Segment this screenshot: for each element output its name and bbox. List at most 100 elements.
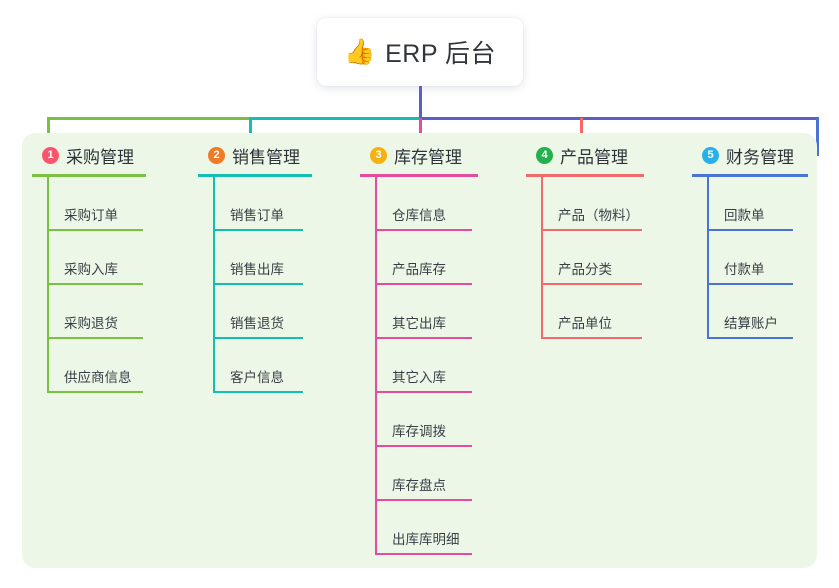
bar-segment-teal	[249, 117, 421, 120]
branch-item[interactable]: 结算账户	[707, 285, 839, 339]
branch-number-badge: 2	[208, 146, 225, 164]
branch-header-1[interactable]: 1 采购管理	[32, 143, 180, 167]
branch-item-label: 出库库明细	[392, 532, 460, 547]
branch-item-underline	[375, 283, 472, 285]
branch-spine-line	[47, 177, 49, 393]
branch-item-label: 产品分类	[558, 262, 612, 277]
branch-item[interactable]: 采购订单	[47, 177, 180, 231]
branch-header-5[interactable]: 5 财务管理	[692, 143, 839, 167]
branch-item-underline	[375, 445, 472, 447]
branch-title-underline	[198, 174, 312, 177]
branch-title-underline	[692, 174, 808, 177]
root-stem-line	[419, 86, 422, 118]
thumbs-up-icon: 👍	[343, 37, 376, 66]
branch-title: 采购管理	[66, 147, 134, 167]
branch-title-underline	[526, 174, 644, 177]
branch-item-underline	[47, 337, 143, 339]
branch-item[interactable]: 销售出库	[213, 231, 344, 285]
branch-number-badge: 5	[702, 146, 719, 164]
branch-number-badge: 4	[536, 146, 553, 164]
branch-item[interactable]: 产品（物料）	[541, 177, 676, 231]
branch-item[interactable]: 其它入库	[375, 339, 510, 393]
branch-item[interactable]: 供应商信息	[47, 339, 180, 393]
branch-item-underline	[213, 391, 303, 393]
branch-item[interactable]: 产品分类	[541, 231, 676, 285]
branch-item-underline	[707, 283, 793, 285]
branch-number-badge: 3	[370, 146, 387, 164]
branch-header-2[interactable]: 2 销售管理	[198, 143, 344, 167]
branch-item-underline	[375, 553, 472, 555]
branch-items: 仓库信息产品库存其它出库其它入库库存调拨库存盘点出库库明细	[360, 177, 510, 555]
branch-item-underline	[375, 337, 472, 339]
branch-item-label: 采购订单	[64, 208, 118, 223]
branch-item[interactable]: 出库库明细	[375, 501, 510, 555]
branch-item-label: 产品单位	[558, 316, 612, 331]
branch-item-label: 其它入库	[392, 370, 446, 385]
drop-line-5	[816, 118, 819, 156]
branch-item[interactable]: 付款单	[707, 231, 839, 285]
branch-item[interactable]: 产品单位	[541, 285, 676, 339]
branch-item[interactable]: 仓库信息	[375, 177, 510, 231]
branch-item-underline	[213, 283, 303, 285]
branch-item-underline	[541, 337, 642, 339]
branch-item-label: 采购退货	[64, 316, 118, 331]
branch-items: 回款单付款单结算账户	[692, 177, 839, 339]
branch-item[interactable]: 采购退货	[47, 285, 180, 339]
branch-item[interactable]: 库存盘点	[375, 447, 510, 501]
branch-item-label: 仓库信息	[392, 208, 446, 223]
branch-item-label: 付款单	[724, 262, 765, 277]
branch-item[interactable]: 采购入库	[47, 231, 180, 285]
branch-column-5: 5 财务管理回款单付款单结算账户	[692, 143, 839, 339]
branch-column-2: 2 销售管理销售订单销售出库销售退货客户信息	[198, 143, 344, 393]
branch-item-underline	[213, 337, 303, 339]
branch-item[interactable]: 销售退货	[213, 285, 344, 339]
branch-item[interactable]: 回款单	[707, 177, 839, 231]
branch-item-underline	[541, 283, 642, 285]
root-node-title: ERP 后台	[385, 40, 497, 68]
branch-items: 产品（物料） 产品分类产品单位	[526, 177, 676, 339]
branch-item-label: 销售退货	[230, 316, 284, 331]
branch-item[interactable]: 其它出库	[375, 285, 510, 339]
mindmap-panel	[22, 133, 817, 568]
branch-item-label: 产品库存	[392, 262, 446, 277]
branch-item-label: 产品（物料）	[558, 208, 639, 223]
branch-title-underline	[360, 174, 478, 177]
branch-item[interactable]: 库存调拨	[375, 393, 510, 447]
branch-item-underline	[47, 391, 143, 393]
branch-item[interactable]: 销售订单	[213, 177, 344, 231]
branch-item-underline	[47, 229, 143, 231]
branch-items: 销售订单销售出库销售退货客户信息	[198, 177, 344, 393]
branch-item-label: 库存调拨	[392, 424, 446, 439]
branch-item-underline	[707, 337, 793, 339]
branch-title: 财务管理	[726, 147, 794, 167]
branch-item-underline	[47, 283, 143, 285]
branch-item-underline	[213, 229, 303, 231]
branch-title-underline	[32, 174, 146, 177]
branch-item[interactable]: 产品库存	[375, 231, 510, 285]
branch-item-underline	[541, 229, 642, 231]
branch-item-underline	[707, 229, 793, 231]
branch-column-1: 1 采购管理采购订单采购入库采购退货供应商信息	[32, 143, 180, 393]
branch-number-badge: 1	[42, 146, 59, 164]
branch-spine-line	[213, 177, 215, 393]
branch-title: 销售管理	[232, 147, 300, 167]
root-node-card[interactable]: 👍 ERP 后台	[317, 18, 523, 86]
branch-item[interactable]: 客户信息	[213, 339, 344, 393]
branch-item-underline	[375, 229, 472, 231]
bar-segment-green	[47, 117, 251, 120]
branch-item-label: 销售出库	[230, 262, 284, 277]
branch-spine-line	[541, 177, 543, 339]
branch-spine-line	[375, 177, 377, 555]
branch-item-label: 回款单	[724, 208, 765, 223]
bar-segment-blue	[419, 117, 819, 120]
branch-item-label: 库存盘点	[392, 478, 446, 493]
branch-item-label: 采购入库	[64, 262, 118, 277]
branch-item-label: 其它出库	[392, 316, 446, 331]
branch-items: 采购订单采购入库采购退货供应商信息	[32, 177, 180, 393]
branch-item-label: 结算账户	[724, 316, 778, 331]
branch-spine-line	[707, 177, 709, 339]
